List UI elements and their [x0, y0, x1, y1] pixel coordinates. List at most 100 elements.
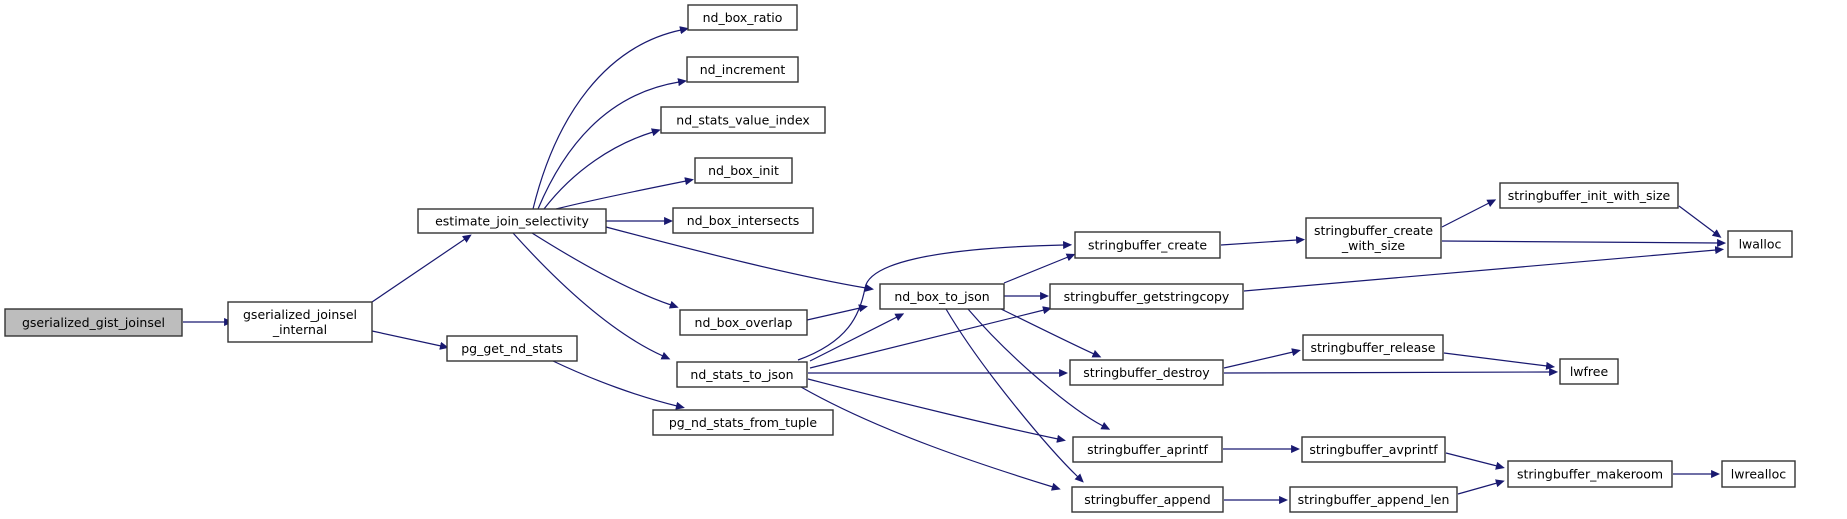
node-stringbuffer_release[interactable]: stringbuffer_release [1302, 334, 1444, 361]
edge-stringbuffer_create_with_size--to--lwalloc [1441, 238, 1727, 248]
edge-nd_stats_to_json--to--stringbuffer_getstringcopy [809, 306, 1052, 369]
node-nd_box_intersects[interactable]: nd_box_intersects [672, 207, 814, 234]
node-lwrealloc[interactable]: lwrealloc [1721, 460, 1796, 488]
node-label-gserialized_joinsel_internal-line2: _internal [272, 322, 327, 337]
node-pg_get_nd_stats[interactable]: pg_get_nd_stats [446, 335, 578, 362]
edge-estimate_join_selectivity--to--nd_stats_value_index [543, 128, 661, 210]
node-stringbuffer_init_with_size[interactable]: stringbuffer_init_with_size [1499, 182, 1679, 209]
node-nd_box_init[interactable]: nd_box_init [694, 157, 793, 184]
edge-nd_box_overlap--to--nd_box_to_json [806, 304, 868, 321]
node-stringbuffer_append[interactable]: stringbuffer_append [1071, 486, 1224, 513]
edge-estimate_join_selectivity--to--nd_stats_to_json [512, 232, 671, 360]
node-box-lwfree[interactable] [1559, 358, 1619, 385]
node-box-pg_get_nd_stats[interactable] [446, 335, 578, 362]
edges-layer [183, 26, 1727, 505]
node-box-nd_box_intersects[interactable] [672, 207, 814, 234]
node-box-stringbuffer_avprintf[interactable] [1301, 436, 1446, 463]
node-label-nd_box_ratio: nd_box_ratio [703, 10, 783, 25]
node-box-stringbuffer_makeroom[interactable] [1507, 460, 1673, 488]
node-label-stringbuffer_append: stringbuffer_append [1084, 492, 1211, 507]
node-stringbuffer_makeroom[interactable]: stringbuffer_makeroom [1507, 460, 1673, 488]
node-label-stringbuffer_create_with_size-line1: stringbuffer_create [1314, 223, 1433, 238]
node-gserialized_joinsel_internal[interactable]: gserialized_joinsel_internal [227, 301, 373, 343]
node-box-stringbuffer_release[interactable] [1302, 334, 1444, 361]
node-lwfree[interactable]: lwfree [1559, 358, 1619, 385]
node-box-nd_stats_value_index[interactable] [660, 106, 826, 134]
node-label-stringbuffer_makeroom: stringbuffer_makeroom [1517, 467, 1663, 482]
node-label-lwalloc: lwalloc [1739, 237, 1782, 252]
edge-pg_get_nd_stats--to--pg_nd_stats_from_tuple [552, 360, 685, 410]
edge-stringbuffer_create--to--stringbuffer_create_with_size [1220, 236, 1306, 246]
edge-stringbuffer_destroy--to--stringbuffer_release [1223, 348, 1301, 369]
node-box-gserialized_gist_joinsel[interactable] [4, 308, 183, 337]
node-box-stringbuffer_aprintf[interactable] [1072, 436, 1223, 463]
node-box-pg_nd_stats_from_tuple[interactable] [652, 409, 834, 436]
edge-estimate_join_selectivity--to--nd_box_init [555, 177, 694, 210]
node-nd_box_overlap[interactable]: nd_box_overlap [679, 309, 808, 336]
edge-estimate_join_selectivity--to--nd_box_overlap [531, 232, 679, 309]
edge-stringbuffer_init_with_size--to--lwalloc [1678, 205, 1722, 238]
node-label-gserialized_joinsel_internal-line1: gserialized_joinsel [243, 307, 357, 322]
node-stringbuffer_create_with_size[interactable]: stringbuffer_create_with_size [1305, 217, 1442, 259]
node-estimate_join_selectivity[interactable]: estimate_join_selectivity [417, 208, 607, 234]
node-label-nd_increment: nd_increment [700, 62, 786, 77]
node-label-lwrealloc: lwrealloc [1731, 467, 1787, 482]
node-stringbuffer_aprintf[interactable]: stringbuffer_aprintf [1072, 436, 1223, 463]
node-label-stringbuffer_destroy: stringbuffer_destroy [1083, 365, 1210, 380]
node-box-stringbuffer_getstringcopy[interactable] [1049, 283, 1244, 310]
nodes-layer: gserialized_gist_joinsel gserialized_join… [4, 4, 1796, 513]
node-box-estimate_join_selectivity[interactable] [417, 208, 607, 234]
node-box-stringbuffer_create_with_size[interactable] [1305, 217, 1442, 259]
node-box-nd_box_init[interactable] [694, 157, 793, 184]
node-lwalloc[interactable]: lwalloc [1727, 230, 1793, 258]
edge-nd_box_to_json--to--stringbuffer_create [1003, 253, 1076, 284]
edge-stringbuffer_getstringcopy--to--lwalloc [1243, 246, 1725, 292]
node-nd_increment[interactable]: nd_increment [686, 56, 799, 83]
node-box-nd_box_to_json[interactable] [879, 283, 1005, 310]
node-box-nd_increment[interactable] [686, 56, 799, 83]
node-stringbuffer_avprintf[interactable]: stringbuffer_avprintf [1301, 436, 1446, 463]
node-box-nd_box_overlap[interactable] [679, 309, 808, 336]
node-stringbuffer_getstringcopy[interactable]: stringbuffer_getstringcopy [1049, 283, 1244, 310]
node-box-stringbuffer_destroy[interactable] [1069, 359, 1224, 386]
node-pg_nd_stats_from_tuple[interactable]: pg_nd_stats_from_tuple [652, 409, 834, 436]
node-gserialized_gist_joinsel[interactable]: gserialized_gist_joinsel [4, 308, 183, 337]
node-label-nd_box_intersects: nd_box_intersects [687, 213, 800, 228]
edge-nd_box_to_json--to--stringbuffer_aprintf [967, 308, 1111, 430]
node-label-estimate_join_selectivity: estimate_join_selectivity [435, 214, 589, 229]
node-label-pg_get_nd_stats: pg_get_nd_stats [461, 341, 563, 356]
node-label-stringbuffer_append_len: stringbuffer_append_len [1298, 492, 1450, 507]
node-box-lwrealloc[interactable] [1721, 460, 1796, 488]
edge-estimate_join_selectivity--to--nd_box_ratio [532, 26, 689, 210]
edge-estimate_join_selectivity--to--nd_increment [537, 78, 687, 210]
edge-nd_stats_to_json--to--nd_box_to_json [809, 313, 905, 362]
node-box-stringbuffer_create[interactable] [1074, 231, 1221, 259]
node-label-nd_box_init: nd_box_init [708, 163, 779, 178]
node-label-lwfree: lwfree [1570, 364, 1609, 379]
node-box-stringbuffer_append_len[interactable] [1289, 486, 1458, 513]
edge-stringbuffer_release--to--lwfree [1443, 352, 1556, 370]
node-nd_stats_to_json[interactable]: nd_stats_to_json [676, 361, 808, 388]
node-label-stringbuffer_create: stringbuffer_create [1088, 238, 1207, 253]
node-label-gserialized_gist_joinsel: gserialized_gist_joinsel [22, 315, 165, 330]
node-stringbuffer_destroy[interactable]: stringbuffer_destroy [1069, 359, 1224, 386]
node-nd_stats_value_index[interactable]: nd_stats_value_index [660, 106, 826, 134]
node-box-gserialized_joinsel_internal[interactable] [227, 301, 373, 343]
node-nd_box_to_json[interactable]: nd_box_to_json [879, 283, 1005, 310]
node-box-nd_box_ratio[interactable] [687, 4, 798, 31]
node-box-nd_stats_to_json[interactable] [676, 361, 808, 388]
node-label-stringbuffer_init_with_size: stringbuffer_init_with_size [1508, 188, 1671, 203]
node-box-stringbuffer_init_with_size[interactable] [1499, 182, 1679, 209]
edge-stringbuffer_append_len--to--stringbuffer_makeroom [1457, 479, 1505, 495]
node-label-nd_box_overlap: nd_box_overlap [695, 315, 793, 330]
node-stringbuffer_append_len[interactable]: stringbuffer_append_len [1289, 486, 1458, 513]
node-label-stringbuffer_release: stringbuffer_release [1310, 340, 1435, 355]
node-box-stringbuffer_append[interactable] [1071, 486, 1224, 513]
node-box-lwalloc[interactable] [1727, 230, 1793, 258]
edge-nd_stats_to_json--to--stringbuffer_aprintf [807, 378, 1066, 443]
node-stringbuffer_create[interactable]: stringbuffer_create [1074, 231, 1221, 259]
edge-nd_box_to_json--to--stringbuffer_destroy [1000, 308, 1102, 358]
edge-nd_box_to_json--to--stringbuffer_append [945, 308, 1084, 483]
node-label-stringbuffer_avprintf: stringbuffer_avprintf [1309, 442, 1438, 457]
node-nd_box_ratio[interactable]: nd_box_ratio [687, 4, 798, 31]
